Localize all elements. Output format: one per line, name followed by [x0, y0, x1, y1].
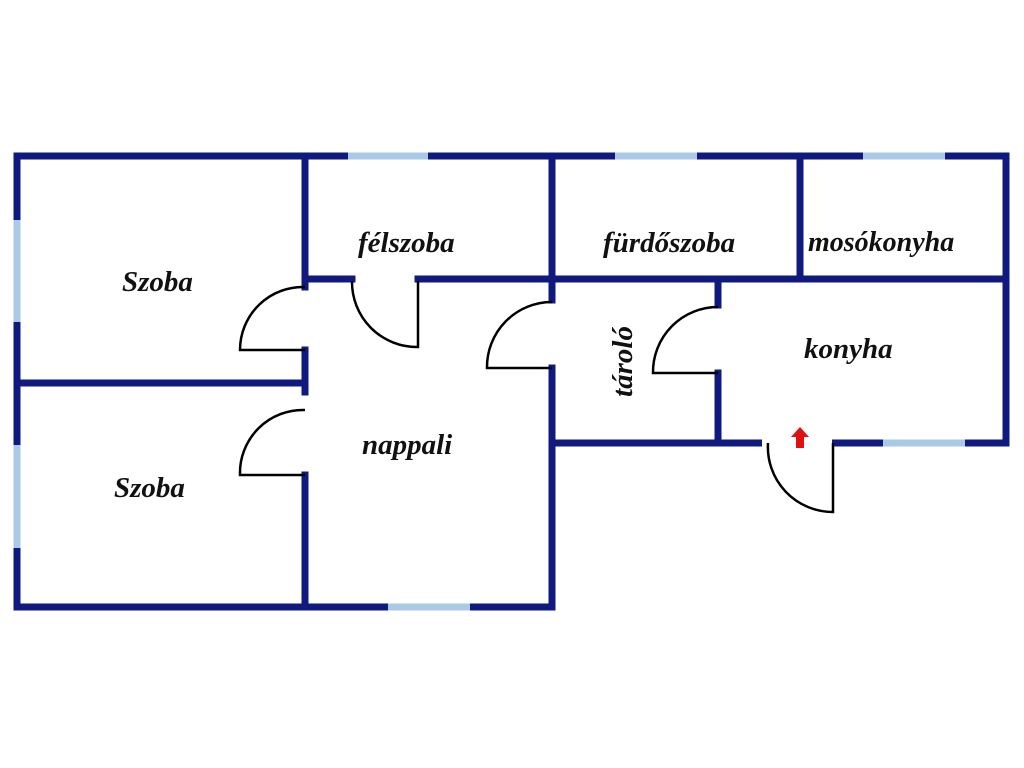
room-label-szoba-1: Szoba — [122, 266, 193, 298]
windows — [13, 152, 965, 611]
room-label-nappali: nappali — [362, 429, 453, 461]
room-label-tarolo: tároló — [606, 326, 639, 397]
room-label-szoba-2: Szoba — [114, 472, 185, 504]
room-label-felszoba: félszoba — [358, 227, 455, 259]
room-label-furdoszoba: fürdőszoba — [603, 227, 736, 259]
walls — [13, 152, 1010, 611]
room-label-mosokonyha: mosókonyha — [808, 227, 955, 258]
doors — [238, 280, 835, 514]
room-label-konyha: konyha — [804, 333, 893, 365]
entrance-arrow-icon — [791, 427, 809, 448]
